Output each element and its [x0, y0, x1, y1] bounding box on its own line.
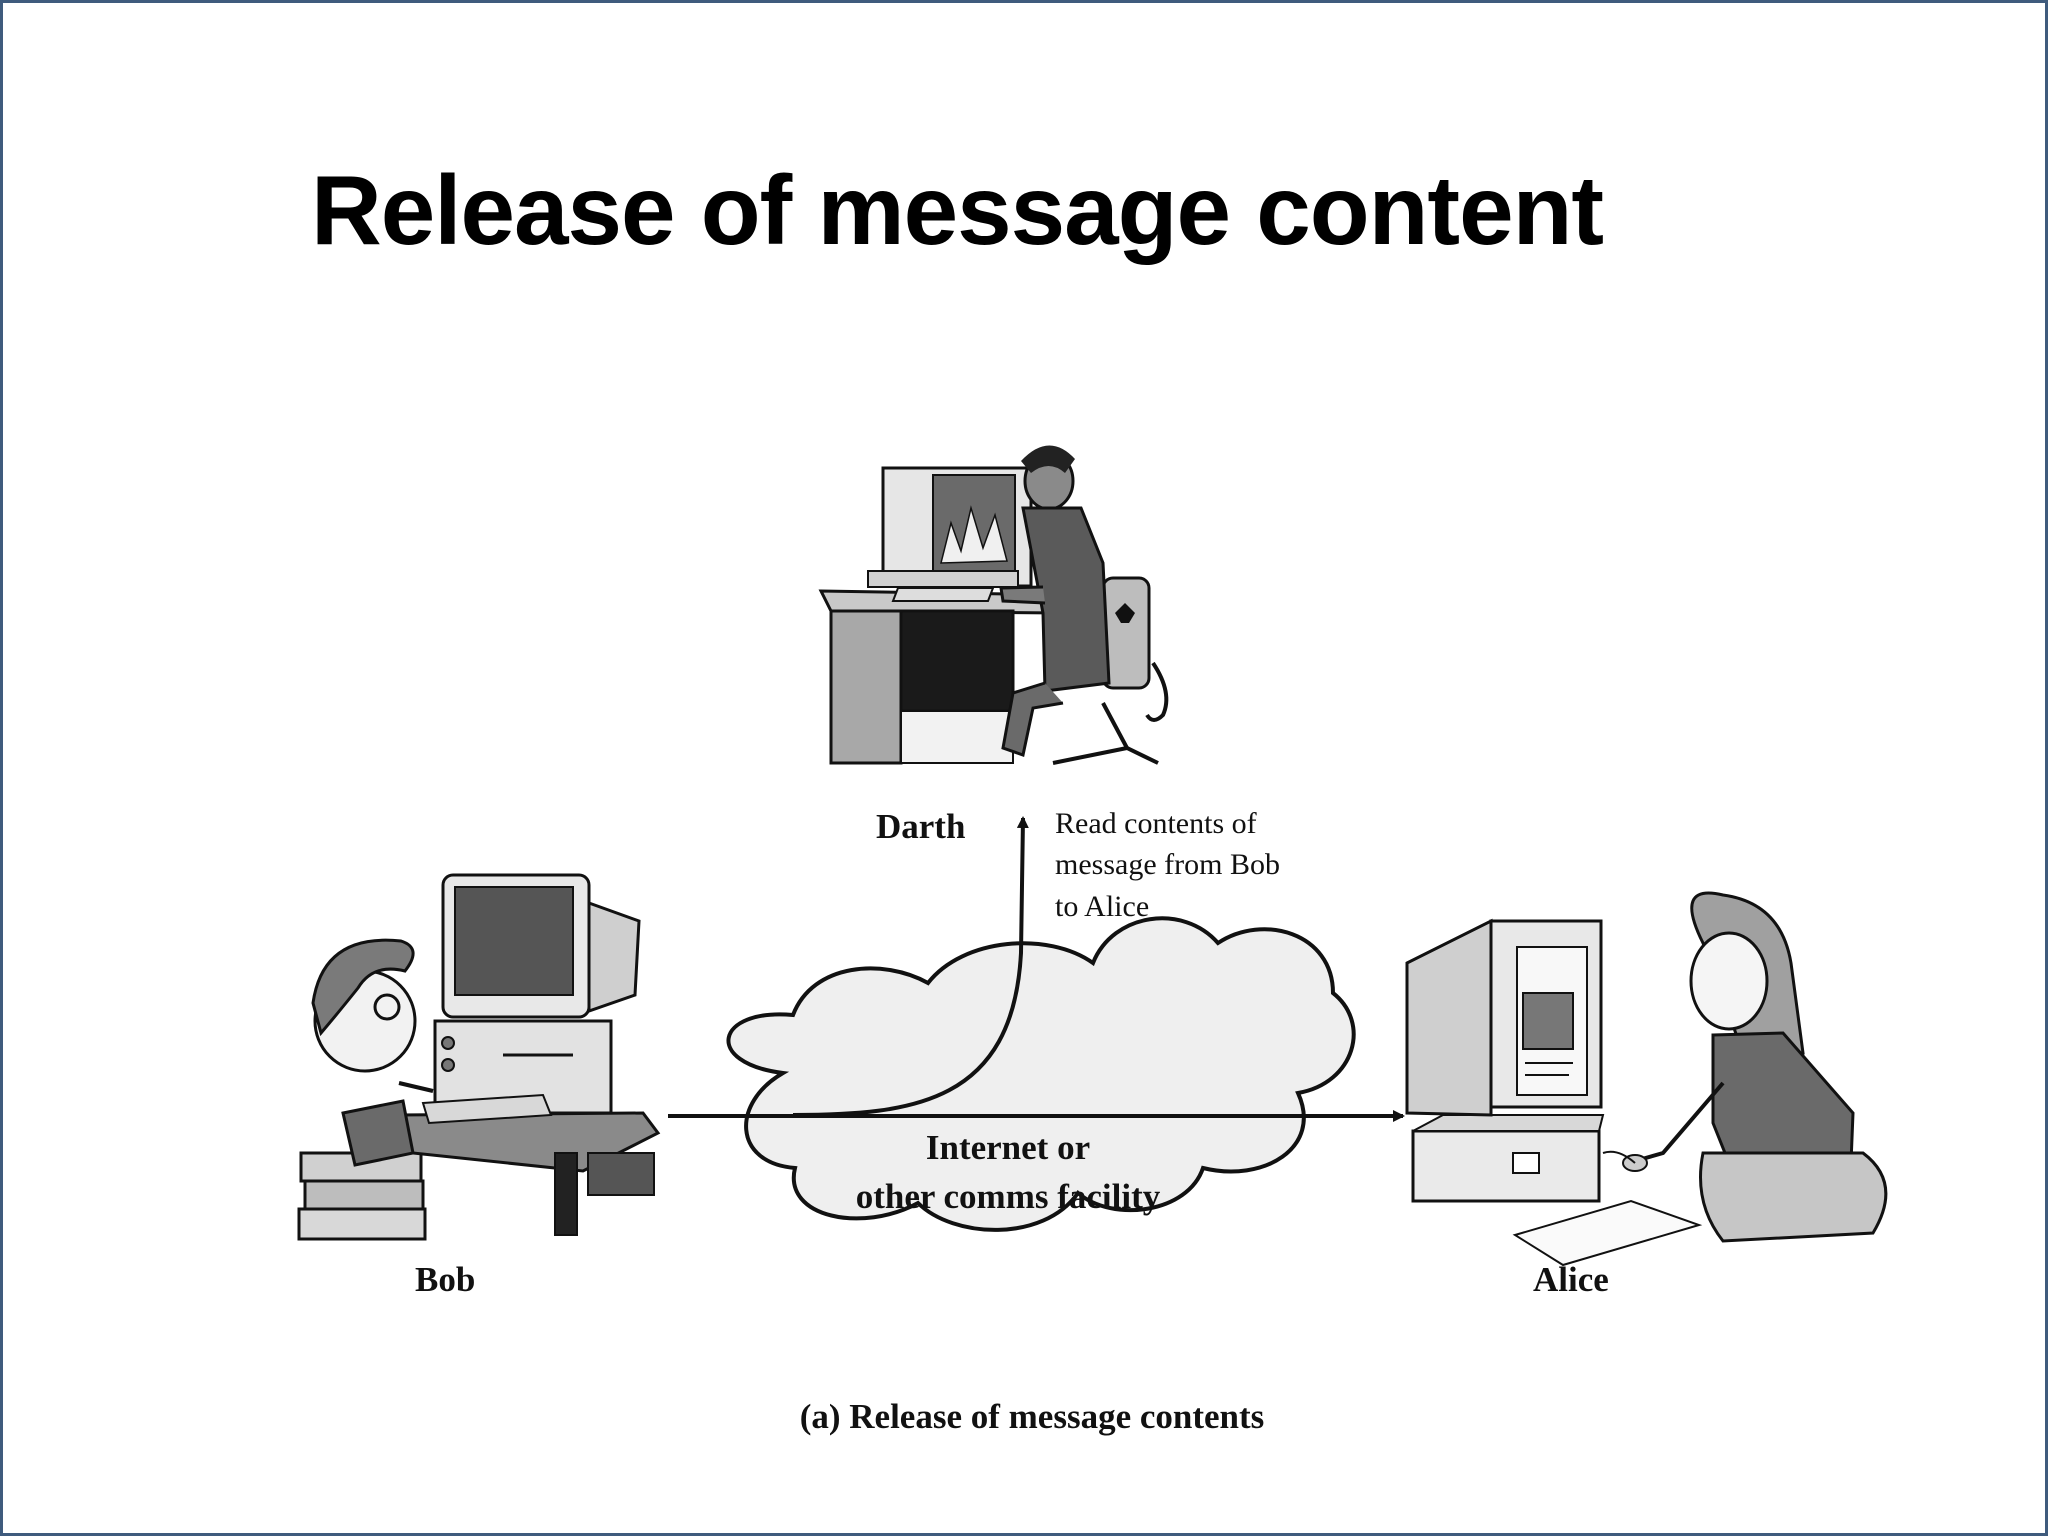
- eavesdrop-arrow: [792, 816, 1029, 1117]
- slide-title: Release of message content: [311, 155, 1604, 265]
- alice-illustration: [1405, 891, 1888, 1267]
- bob-illustration: [297, 873, 661, 1241]
- darth-illustration: [818, 445, 1169, 765]
- cloud-label-line-1: Internet or: [926, 1128, 1090, 1167]
- bob-label: Bob: [415, 1260, 475, 1299]
- attack-diagram: Darth Read contents of message from Bob …: [297, 445, 1888, 1436]
- internet-cloud: [726, 916, 1356, 1232]
- darth-label: Darth: [876, 807, 965, 846]
- annotation-line-1: Read contents of: [1055, 807, 1257, 840]
- annotation-line-2: message from Bob: [1055, 848, 1280, 881]
- alice-label: Alice: [1533, 1260, 1609, 1299]
- cloud-label-line-2: other comms facility: [856, 1177, 1161, 1216]
- annotation-line-3: to Alice: [1055, 890, 1149, 923]
- diagram-caption: (a) Release of message contents: [800, 1397, 1265, 1436]
